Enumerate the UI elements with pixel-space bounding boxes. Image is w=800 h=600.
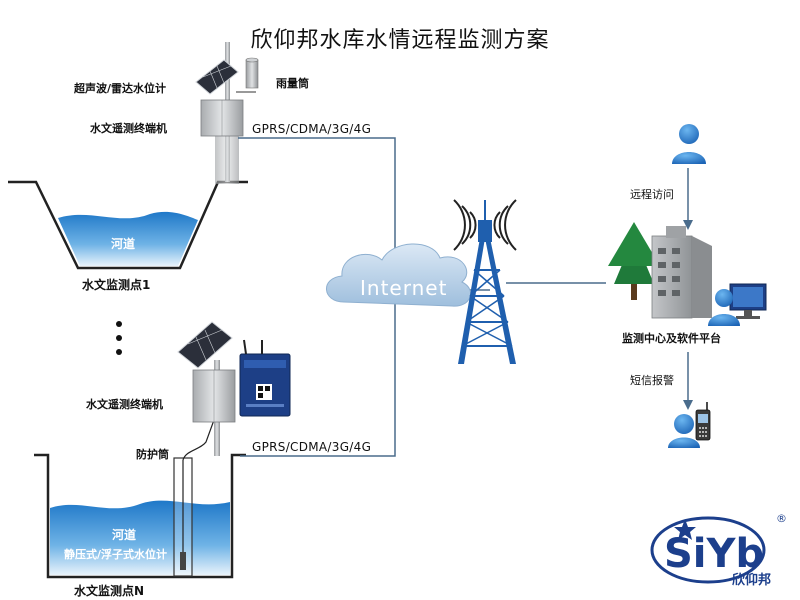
link-line-station-n: [240, 304, 396, 457]
station-1-label: 水文监测点1: [82, 278, 151, 292]
monitoring-center-icon: [608, 222, 767, 326]
page-title: 欣仰邦水库水情远程监测方案: [250, 28, 550, 53]
signal-tower-icon: [453, 199, 517, 364]
rain-gauge-label: 雨量筒: [276, 77, 309, 90]
rtu-device-icon: [239, 339, 291, 417]
station-1-terminal-label: 水文遥测终端机: [90, 122, 167, 135]
station-n-label: 水文监测点N: [74, 584, 145, 598]
logo-registered-mark: ®: [776, 512, 787, 525]
station-n-water-label: 河道: [112, 528, 137, 542]
arrow-remote-access: [683, 168, 693, 230]
station-n-terminal-label: 水文遥测终端机: [86, 398, 163, 411]
internet-cloud-icon: [326, 243, 472, 307]
internet-cloud-label: Internet: [360, 276, 448, 300]
ellipsis-dot: [116, 335, 122, 341]
protective-pipe: [173, 419, 215, 577]
logo-brand-text: SiYb: [664, 531, 764, 577]
station-n-link-label: GPRS/CDMA/3G/4G: [252, 440, 372, 454]
station-1-water-label: 河道: [111, 237, 136, 251]
station-n-sensor-label: 静压式/浮子式水位计: [64, 548, 168, 561]
link-line-station-1: [238, 137, 396, 284]
station-n-solar-panel: [177, 321, 233, 369]
protective-pipe-label: 防护筒: [136, 448, 169, 461]
rain-gauge-icon: [236, 57, 259, 93]
arrow-sms-alarm: [683, 352, 693, 410]
siyb-logo: [650, 516, 766, 584]
station-1-sensor-label: 超声波/雷达水位计: [74, 82, 167, 95]
sms-alarm-label: 短信报警: [630, 374, 674, 387]
station-1-reservoir: [8, 180, 248, 270]
station-1-solar-panel: [195, 59, 239, 95]
remote-access-label: 远程访问: [630, 188, 674, 201]
ellipsis-dot: [116, 349, 122, 355]
monitoring-center-label: 监测中心及软件平台: [622, 332, 721, 345]
station-1-link-label: GPRS/CDMA/3G/4G: [252, 122, 372, 136]
user-person-icon: [672, 124, 706, 164]
sms-user-phone-icon: [668, 402, 711, 448]
logo-cn-name: 欣仰邦: [732, 572, 771, 588]
ellipsis-dot: [116, 321, 122, 327]
